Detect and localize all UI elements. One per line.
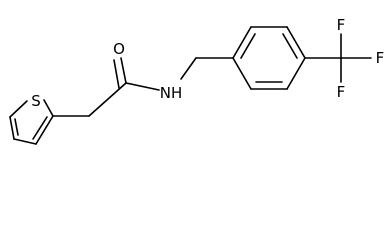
bond-b1-b2-inner bbox=[240, 33, 256, 59]
bond-b4-b5 bbox=[286, 57, 306, 90]
bond-c4-c5 bbox=[9, 116, 15, 140]
bond-carbonyl-oxygen bbox=[120, 57, 127, 84]
bond-carbonyl-nitrogen bbox=[125, 82, 160, 91]
oxygen-label: O bbox=[113, 40, 125, 58]
bond-c2-c3 bbox=[35, 115, 54, 145]
fluorine-bottom-label: F bbox=[337, 83, 346, 101]
acetamide-chain bbox=[52, 57, 234, 117]
bond-b6-b1 bbox=[232, 57, 252, 90]
atom-labels: S O NH F F F bbox=[31, 16, 384, 110]
benzene-ring bbox=[232, 26, 306, 90]
bond-ch2-carbonyl bbox=[88, 82, 127, 117]
amide-nitrogen-label: NH bbox=[160, 84, 183, 102]
bond-c2-c3-double bbox=[32, 116, 48, 140]
bond-nitrogen-ch2 bbox=[180, 57, 197, 80]
bond-c5-s1 bbox=[9, 100, 28, 118]
trifluoromethyl-group bbox=[304, 33, 372, 83]
bond-carbonyl-oxygen-double bbox=[113, 59, 120, 89]
bond-b3-b4 bbox=[286, 26, 306, 59]
bond-c4-c5-double bbox=[14, 118, 19, 136]
fluorine-right-label: F bbox=[376, 49, 385, 67]
bond-c3-c4 bbox=[13, 138, 37, 145]
bond-s1-c2 bbox=[43, 99, 54, 117]
sulfur-label: S bbox=[31, 92, 41, 110]
molecule-structure-diagram: S O NH F F F bbox=[9, 16, 384, 145]
bond-b3-b4-inner bbox=[282, 33, 298, 59]
bond-b1-b2 bbox=[232, 26, 252, 59]
fluorine-top-label: F bbox=[337, 16, 346, 34]
thiophene-ring bbox=[9, 99, 54, 145]
